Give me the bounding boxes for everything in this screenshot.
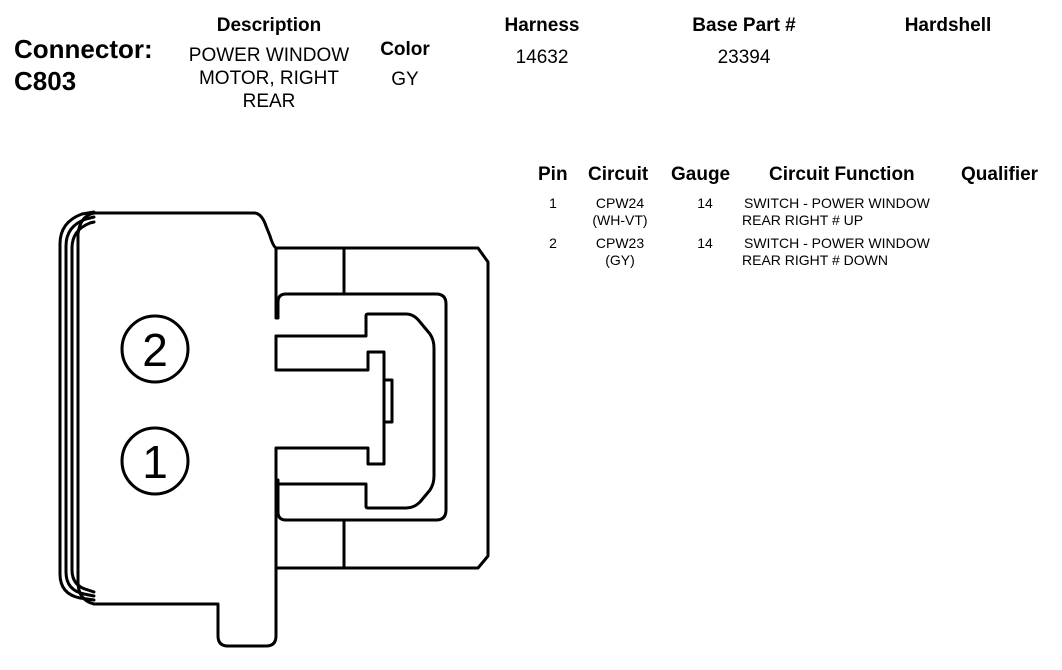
circuit-id: CPW24 (595, 195, 645, 211)
connector-edge-ridge (70, 220, 96, 594)
description-line: REAR (242, 91, 296, 112)
qualifier-column-header: Qualifier (961, 164, 1039, 185)
harness-header: Harness (504, 15, 580, 36)
connector-title: Connector: C803 (14, 33, 153, 97)
hardshell-header: Hardshell (904, 15, 992, 36)
pin-cell: 2 (549, 235, 557, 251)
color-value: GY (391, 69, 419, 90)
circuit-id: CPW23 (595, 235, 645, 251)
gauge-column-header: Gauge (671, 164, 731, 185)
latch-frame (274, 246, 448, 522)
connector-id: C803 (14, 66, 77, 96)
connector-label: Connector: (14, 34, 153, 64)
pin-2-cavity (120, 314, 190, 384)
circuit-cell: CPW23 (GY) (578, 235, 662, 269)
base-part-header: Base Part # (692, 15, 796, 36)
connector-edge-ridge (58, 210, 96, 602)
description-line: POWER WINDOW (188, 45, 350, 66)
gauge-cell: 14 (697, 235, 713, 251)
pin-1-label: 1 (142, 436, 168, 488)
gauge-cell: 14 (697, 195, 713, 211)
harness-value: 14632 (515, 47, 569, 68)
circuit-function-cell: SWITCH - POWER WINDOW REAR RIGHT # DOWN (742, 235, 972, 269)
lock-tab (382, 378, 394, 424)
pin-1-cavity (120, 426, 190, 496)
circuit-function-line: REAR RIGHT # UP (742, 212, 864, 228)
circuit-function-column-header: Circuit Function (769, 164, 915, 185)
pin-2-label: 2 (142, 324, 168, 376)
circuit-function-line: REAR RIGHT # DOWN (742, 252, 888, 268)
circuit-function-line: SWITCH - POWER WINDOW (744, 235, 930, 251)
circuit-wire-color: (GY) (605, 252, 635, 268)
pin-cell: 1 (549, 195, 557, 211)
connector-body-outline (76, 211, 490, 648)
color-header: Color (380, 39, 430, 60)
circuit-function-cell: SWITCH - POWER WINDOW REAR RIGHT # UP (742, 195, 972, 229)
circuit-column-header: Circuit (588, 164, 649, 185)
description-line: MOTOR, RIGHT (198, 68, 340, 89)
pin-column-header: Pin (538, 164, 568, 185)
description-header: Description (216, 15, 322, 36)
circuit-wire-color: (WH-VT) (592, 212, 648, 228)
connector-edge-ridge (64, 215, 96, 598)
base-part-value: 23394 (717, 47, 771, 68)
circuit-cell: CPW24 (WH-VT) (578, 195, 662, 229)
latch-inner-cutout (274, 312, 436, 510)
latch-inner-step (274, 334, 386, 486)
description-value: POWER WINDOW MOTOR, RIGHT REAR (176, 44, 362, 113)
circuit-function-line: SWITCH - POWER WINDOW (744, 195, 930, 211)
